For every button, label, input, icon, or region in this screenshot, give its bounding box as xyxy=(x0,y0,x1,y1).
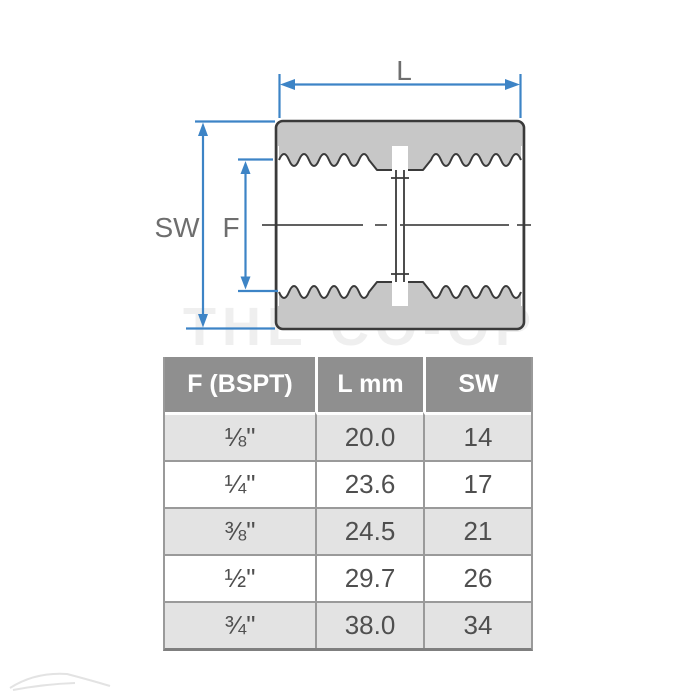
dimension-label-L: L xyxy=(396,55,412,86)
table-cell: 38.0 xyxy=(315,601,423,648)
fitting-diagram-svg: L SW F xyxy=(154,55,531,331)
table-cell: 26 xyxy=(423,554,531,601)
table-cell: 24.5 xyxy=(315,507,423,554)
table-cell: ¾" xyxy=(165,601,315,648)
dimension-L xyxy=(278,74,522,118)
table-cell: 29.7 xyxy=(315,554,423,601)
dimension-SW xyxy=(186,120,275,330)
table-cell: 23.6 xyxy=(315,460,423,507)
dimension-F xyxy=(238,158,278,293)
coupling-body xyxy=(262,119,531,331)
table-cell: 17 xyxy=(423,460,531,507)
table-cell: ½" xyxy=(165,554,315,601)
table-cell: ⅜" xyxy=(165,507,315,554)
spec-table-header: F (BSPT) L mm SW xyxy=(165,357,531,412)
column-header-sw: SW xyxy=(423,357,531,412)
table-cell: ⅛" xyxy=(165,412,315,460)
column-header-f-bspt: F (BSPT) xyxy=(165,357,315,412)
table-cell: 14 xyxy=(423,412,531,460)
table-cell: 34 xyxy=(423,601,531,648)
thread-profile-lines xyxy=(278,153,522,299)
faint-scribble xyxy=(9,672,111,691)
table-cell: 21 xyxy=(423,507,531,554)
table-cell: 20.0 xyxy=(315,412,423,460)
dimension-label-SW: SW xyxy=(154,212,200,243)
center-stop xyxy=(391,170,409,282)
table-cell: ¼" xyxy=(165,460,315,507)
fitting-diagram: L SW F xyxy=(154,55,531,331)
dimension-label-F: F xyxy=(222,212,239,243)
column-header-l-mm: L mm xyxy=(315,357,423,412)
